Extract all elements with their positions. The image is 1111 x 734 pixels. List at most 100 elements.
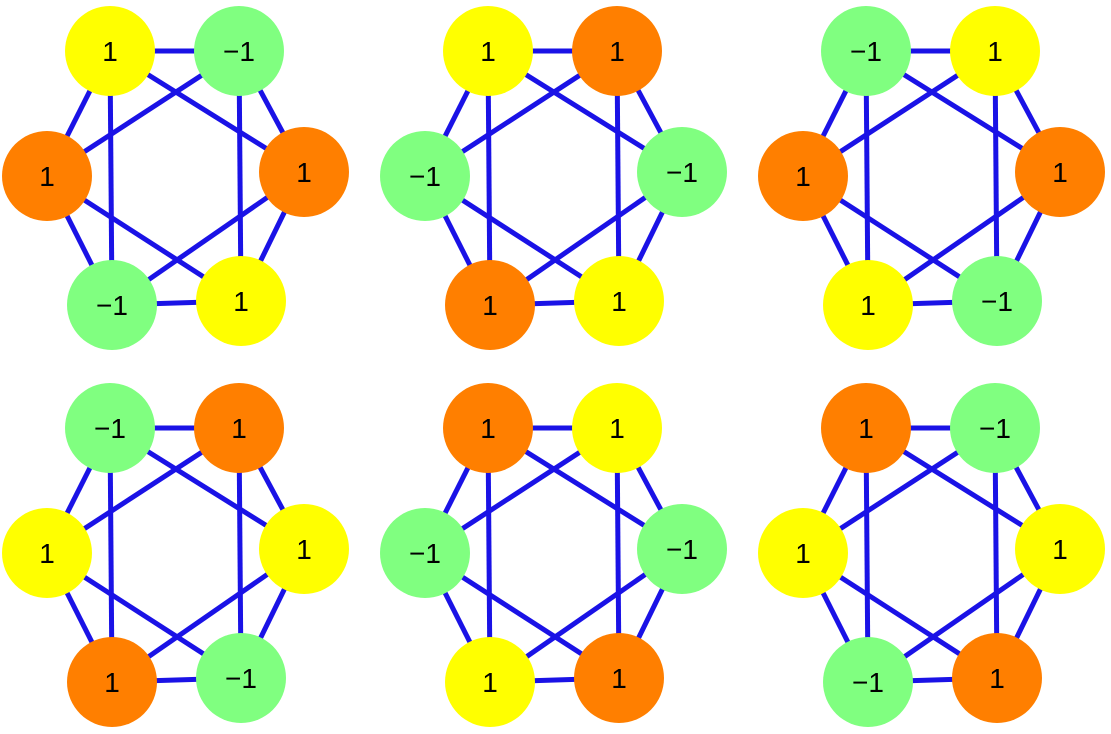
node-circle	[1015, 127, 1105, 217]
graph-node: −1	[380, 131, 470, 221]
graph-node: 1	[445, 637, 535, 727]
graph-node: 1	[823, 260, 913, 350]
node-circle	[637, 504, 727, 594]
node-label: −1	[225, 663, 257, 694]
graph-node: −1	[65, 383, 155, 473]
node-label: 1	[102, 36, 118, 67]
graph-node: 1	[445, 260, 535, 350]
graph-4: 1 −1 1 1 −1 1	[2, 383, 349, 727]
node-label: 1	[609, 413, 625, 444]
node-circle	[952, 256, 1042, 346]
node-label: 1	[860, 290, 876, 321]
graph-node: −1	[196, 633, 286, 723]
graph-node: 1	[443, 383, 533, 473]
node-circle	[758, 508, 848, 598]
node-circle	[67, 637, 157, 727]
node-circle	[821, 6, 911, 96]
graph-node: −1	[637, 127, 727, 217]
node-circle	[194, 6, 284, 96]
node-label: −1	[850, 36, 882, 67]
node-circle	[196, 633, 286, 723]
node-circle	[758, 131, 848, 221]
node-circle	[259, 504, 349, 594]
graph-node: 1	[259, 504, 349, 594]
graph-node: 1	[758, 131, 848, 221]
graph-2: −1 1 1 −1 1 1	[380, 6, 727, 350]
node-label: 1	[39, 538, 55, 569]
node-circle	[67, 260, 157, 350]
node-circle	[574, 256, 664, 346]
node-circle	[194, 383, 284, 473]
node-label: 1	[480, 36, 496, 67]
node-circle	[65, 383, 155, 473]
graph-node: 1	[2, 508, 92, 598]
graph-node: −1	[950, 383, 1040, 473]
graph-node: 1	[1015, 127, 1105, 217]
node-label: −1	[666, 157, 698, 188]
node-circle	[380, 508, 470, 598]
graph-node: 1	[572, 383, 662, 473]
node-circle	[443, 383, 533, 473]
node-label: 1	[296, 534, 312, 565]
node-circle	[445, 637, 535, 727]
node-label: −1	[666, 534, 698, 565]
node-label: 1	[296, 157, 312, 188]
graph-node: −1	[821, 6, 911, 96]
node-label: 1	[1052, 157, 1068, 188]
node-label: 1	[611, 286, 627, 317]
graph-node: 1	[1015, 504, 1105, 594]
node-label: 1	[609, 36, 625, 67]
node-circle	[65, 6, 155, 96]
graph-node: 1	[574, 256, 664, 346]
graph-node: −1	[194, 6, 284, 96]
graph-node: 1	[65, 6, 155, 96]
node-label: 1	[795, 161, 811, 192]
graph-node: 1	[2, 131, 92, 221]
graph-5: −1 1 1 −1 1 1	[380, 383, 727, 727]
node-label: 1	[795, 538, 811, 569]
node-label: −1	[979, 413, 1011, 444]
node-label: 1	[104, 667, 120, 698]
node-circle	[443, 6, 533, 96]
node-circle	[950, 6, 1040, 96]
node-label: 1	[858, 413, 874, 444]
graph-node: 1	[443, 6, 533, 96]
graph-node: 1	[574, 633, 664, 723]
node-label: 1	[482, 667, 498, 698]
node-circle	[823, 260, 913, 350]
graph-6: 1 1 −1 1 1 −1	[758, 383, 1105, 727]
node-circle	[572, 6, 662, 96]
node-circle	[445, 260, 535, 350]
node-label: −1	[223, 36, 255, 67]
graph-node: −1	[952, 256, 1042, 346]
graph-node: −1	[380, 508, 470, 598]
graph-node: 1	[194, 383, 284, 473]
graph-node: 1	[952, 633, 1042, 723]
node-circle	[574, 633, 664, 723]
node-circle	[823, 637, 913, 727]
node-label: 1	[989, 663, 1005, 694]
graph-node: 1	[821, 383, 911, 473]
graph-node: −1	[823, 637, 913, 727]
node-label: 1	[611, 663, 627, 694]
node-circle	[1015, 504, 1105, 594]
node-circle	[380, 131, 470, 221]
node-circle	[950, 383, 1040, 473]
node-label: 1	[1052, 534, 1068, 565]
graph-node: 1	[758, 508, 848, 598]
node-label: −1	[852, 667, 884, 698]
node-label: −1	[94, 413, 126, 444]
node-label: 1	[482, 290, 498, 321]
node-label: −1	[96, 290, 128, 321]
node-label: −1	[981, 286, 1013, 317]
node-circle	[196, 256, 286, 346]
graph-node: 1	[196, 256, 286, 346]
graph-node: −1	[67, 260, 157, 350]
node-label: 1	[231, 413, 247, 444]
node-circle	[259, 127, 349, 217]
graph-node: −1	[637, 504, 727, 594]
node-label: −1	[409, 538, 441, 569]
